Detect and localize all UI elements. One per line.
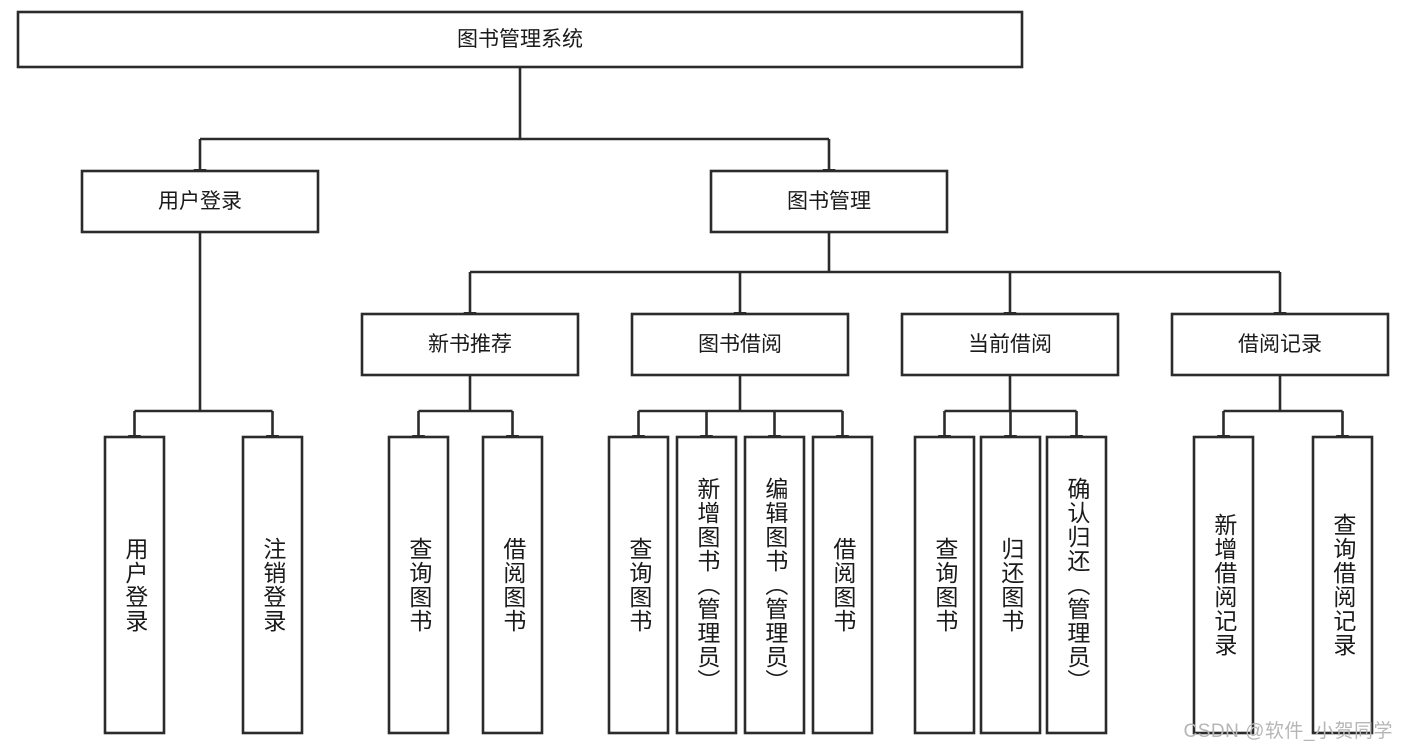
node-query-book-1[interactable] — [387, 435, 450, 735]
node-query-borrow-record[interactable] — [1311, 435, 1374, 735]
node-borrow-book-2[interactable] — [811, 435, 874, 735]
node-new-book-recommend[interactable] — [360, 312, 580, 377]
node-query-book-2[interactable] — [607, 435, 670, 735]
node-return-book[interactable] — [979, 435, 1042, 735]
node-user-login-do[interactable] — [103, 435, 166, 735]
node-query-book-3[interactable] — [913, 435, 976, 735]
node-add-borrow-record[interactable] — [1192, 435, 1255, 735]
node-label-book-management: 图书管理 — [787, 190, 871, 213]
node-label-book-borrow: 图书借阅 — [698, 333, 782, 356]
node-borrow-record[interactable] — [1170, 312, 1390, 377]
node-label-new-book-recommend: 新书推荐 — [428, 333, 512, 356]
node-label-root: 图书管理系统 — [457, 28, 583, 51]
node-book-borrow[interactable] — [630, 312, 850, 377]
node-current-borrow[interactable] — [900, 312, 1120, 377]
node-user-logout[interactable] — [241, 435, 304, 735]
node-label-borrow-record: 借阅记录 — [1238, 333, 1322, 356]
node-box-layer — [16, 10, 1390, 735]
node-book-management[interactable] — [709, 169, 949, 234]
node-root[interactable] — [16, 10, 1024, 69]
connector-layer — [128, 67, 1349, 446]
node-label-current-borrow: 当前借阅 — [968, 333, 1052, 356]
node-user-login[interactable] — [80, 169, 320, 234]
node-confirm-return-admin[interactable] — [1045, 435, 1108, 735]
csdn-watermark: CSDN @软件_小贺同学 — [1183, 721, 1393, 742]
node-edit-book-admin[interactable] — [743, 435, 806, 735]
node-add-book-admin[interactable] — [675, 435, 738, 735]
node-label-user-login: 用户登录 — [158, 190, 242, 213]
node-borrow-book-1[interactable] — [481, 435, 544, 735]
